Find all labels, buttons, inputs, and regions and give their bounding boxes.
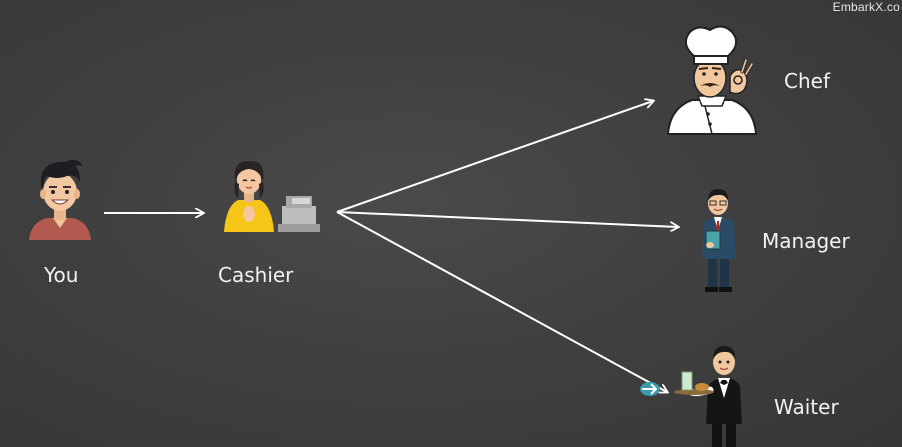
watermark: EmbarkX.co: [832, 0, 900, 14]
node-label-manager: Manager: [762, 229, 850, 253]
chef-icon: [664, 24, 760, 136]
node-label-chef: Chef: [784, 69, 830, 93]
arrow-cashier-to-waiter: [336, 211, 667, 392]
manager-icon: [696, 187, 742, 293]
customer-person-icon: [27, 156, 93, 242]
arrow-badge-icon: [640, 382, 660, 396]
arrow-cashier-to-chef: [336, 101, 653, 213]
node-label-you: You: [44, 263, 79, 287]
node-label-cashier: Cashier: [218, 263, 294, 287]
node-label-waiter: Waiter: [774, 395, 839, 419]
cashier-person-icon: [220, 158, 320, 236]
waiter-icon: [636, 342, 748, 447]
arrow-cashier-to-manager: [336, 211, 678, 227]
